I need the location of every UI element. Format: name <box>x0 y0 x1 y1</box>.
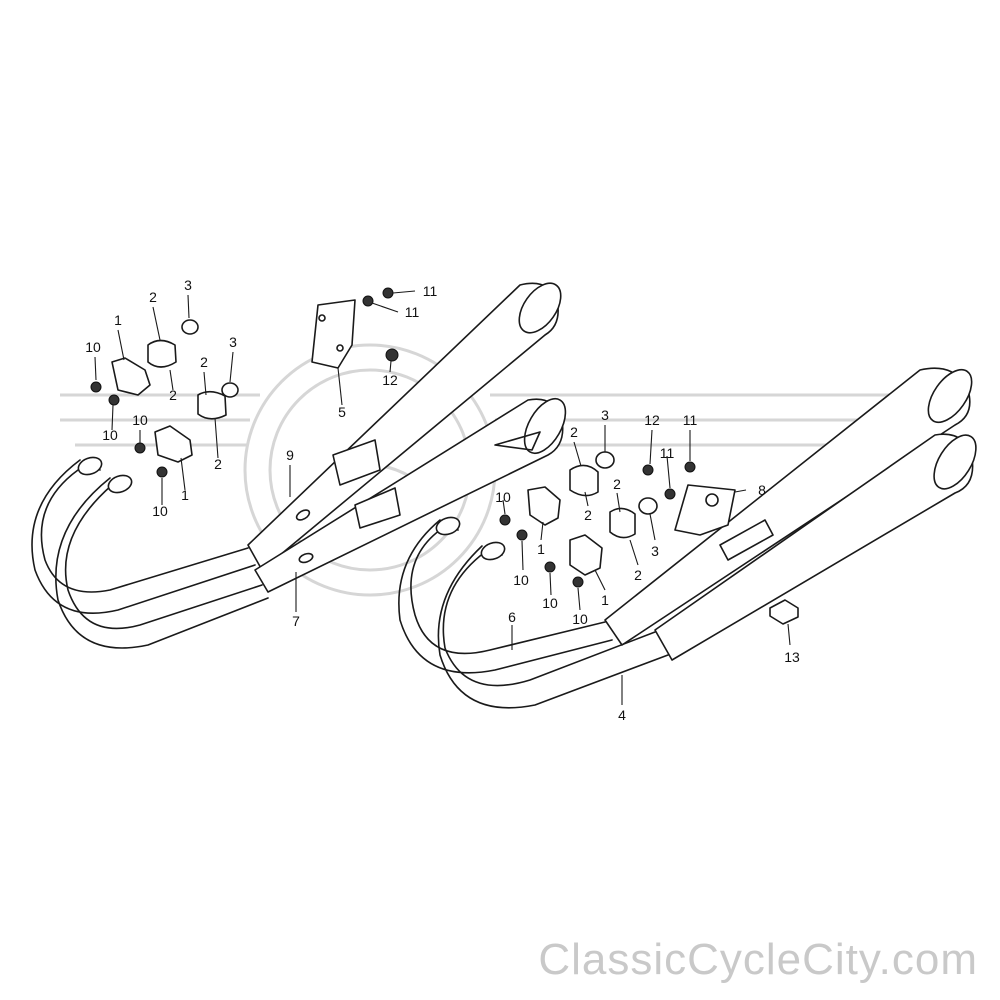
callout-1: 1 <box>537 541 545 557</box>
callout-10: 10 <box>102 427 118 443</box>
left-muffler-clamp-bracket <box>332 439 401 529</box>
callout-7: 7 <box>292 613 300 629</box>
callout-2: 2 <box>149 289 157 305</box>
callout-3: 3 <box>229 334 237 350</box>
callout-3: 3 <box>184 277 192 293</box>
callout-10: 10 <box>542 595 558 611</box>
muffler-hanger-plate <box>311 299 356 369</box>
collar-2 <box>197 390 227 420</box>
washer-1 <box>181 319 199 335</box>
nut-8 <box>499 514 511 526</box>
washer-3 <box>595 451 615 469</box>
callout-9: 9 <box>286 447 294 463</box>
nut-9 <box>516 529 528 541</box>
callout-10: 10 <box>495 489 511 505</box>
callout-12: 12 <box>644 412 660 428</box>
callout-6: 6 <box>508 609 516 625</box>
callout-3: 3 <box>601 407 609 423</box>
callout-10: 10 <box>152 503 168 519</box>
washer-2 <box>221 382 239 398</box>
callout-12: 12 <box>382 372 398 388</box>
nut-1 <box>90 381 102 393</box>
nut-13 <box>684 461 696 473</box>
nut-5 <box>382 287 394 299</box>
nut-10 <box>544 561 556 573</box>
callout-11: 11 <box>683 412 698 428</box>
callout-1: 1 <box>181 487 189 503</box>
clip-part <box>769 599 799 625</box>
callout-2: 2 <box>169 387 177 403</box>
callout-8: 8 <box>758 482 766 498</box>
callout-10: 10 <box>572 611 588 627</box>
callout-1: 1 <box>114 312 122 328</box>
right-muffler-lower <box>654 433 977 661</box>
callout-2: 2 <box>214 456 222 472</box>
callout-5: 5 <box>338 404 346 420</box>
callout-10: 10 <box>132 412 148 428</box>
rubber-grommet-1 <box>111 357 151 396</box>
callout-3: 3 <box>651 543 659 559</box>
callout-11: 11 <box>423 283 438 299</box>
callout-2: 2 <box>613 476 621 492</box>
callout-2: 2 <box>200 354 208 370</box>
callout-10: 10 <box>513 572 529 588</box>
callout-13: 13 <box>784 649 800 665</box>
right-muffler-upper <box>604 367 973 646</box>
callout-11: 11 <box>405 304 420 320</box>
nut-2 <box>108 394 120 406</box>
nut-11 <box>572 576 584 588</box>
leader-lines <box>94 290 791 705</box>
left-muffler-upper <box>247 282 562 571</box>
left-hardware <box>90 287 399 478</box>
right-hardware <box>499 451 696 588</box>
callout-11: 11 <box>660 445 675 461</box>
nut-4 <box>156 466 168 478</box>
left-exhaust-pipes <box>31 456 269 649</box>
callout-1: 1 <box>601 592 609 608</box>
muffler-stay-bracket <box>674 484 736 536</box>
nut-6 <box>362 295 374 307</box>
callout-4: 4 <box>618 707 626 723</box>
nut-3 <box>134 442 146 454</box>
collar-3 <box>569 464 599 497</box>
rubber-grommet-2 <box>154 425 193 463</box>
callout-2: 2 <box>570 424 578 440</box>
callout-2: 2 <box>634 567 642 583</box>
callout-10: 10 <box>85 339 101 355</box>
rubber-grommet-3 <box>527 486 561 526</box>
collar-4 <box>609 507 636 539</box>
nut-12 <box>642 464 654 476</box>
nut-14 <box>664 488 676 500</box>
washer-4 <box>638 497 658 515</box>
callout-2: 2 <box>584 507 592 523</box>
left-muffler-lower <box>254 398 567 593</box>
collar-1 <box>147 339 177 368</box>
callout-labels: 1 2 3 10 2 2 3 10 10 10 2 1 11 11 12 5 9… <box>85 277 800 723</box>
right-exhaust-pipes <box>398 516 669 709</box>
rubber-grommet-4 <box>569 534 603 576</box>
watermark-text: ClassicCycleCity.com <box>538 935 978 984</box>
nut-7 <box>385 348 399 362</box>
